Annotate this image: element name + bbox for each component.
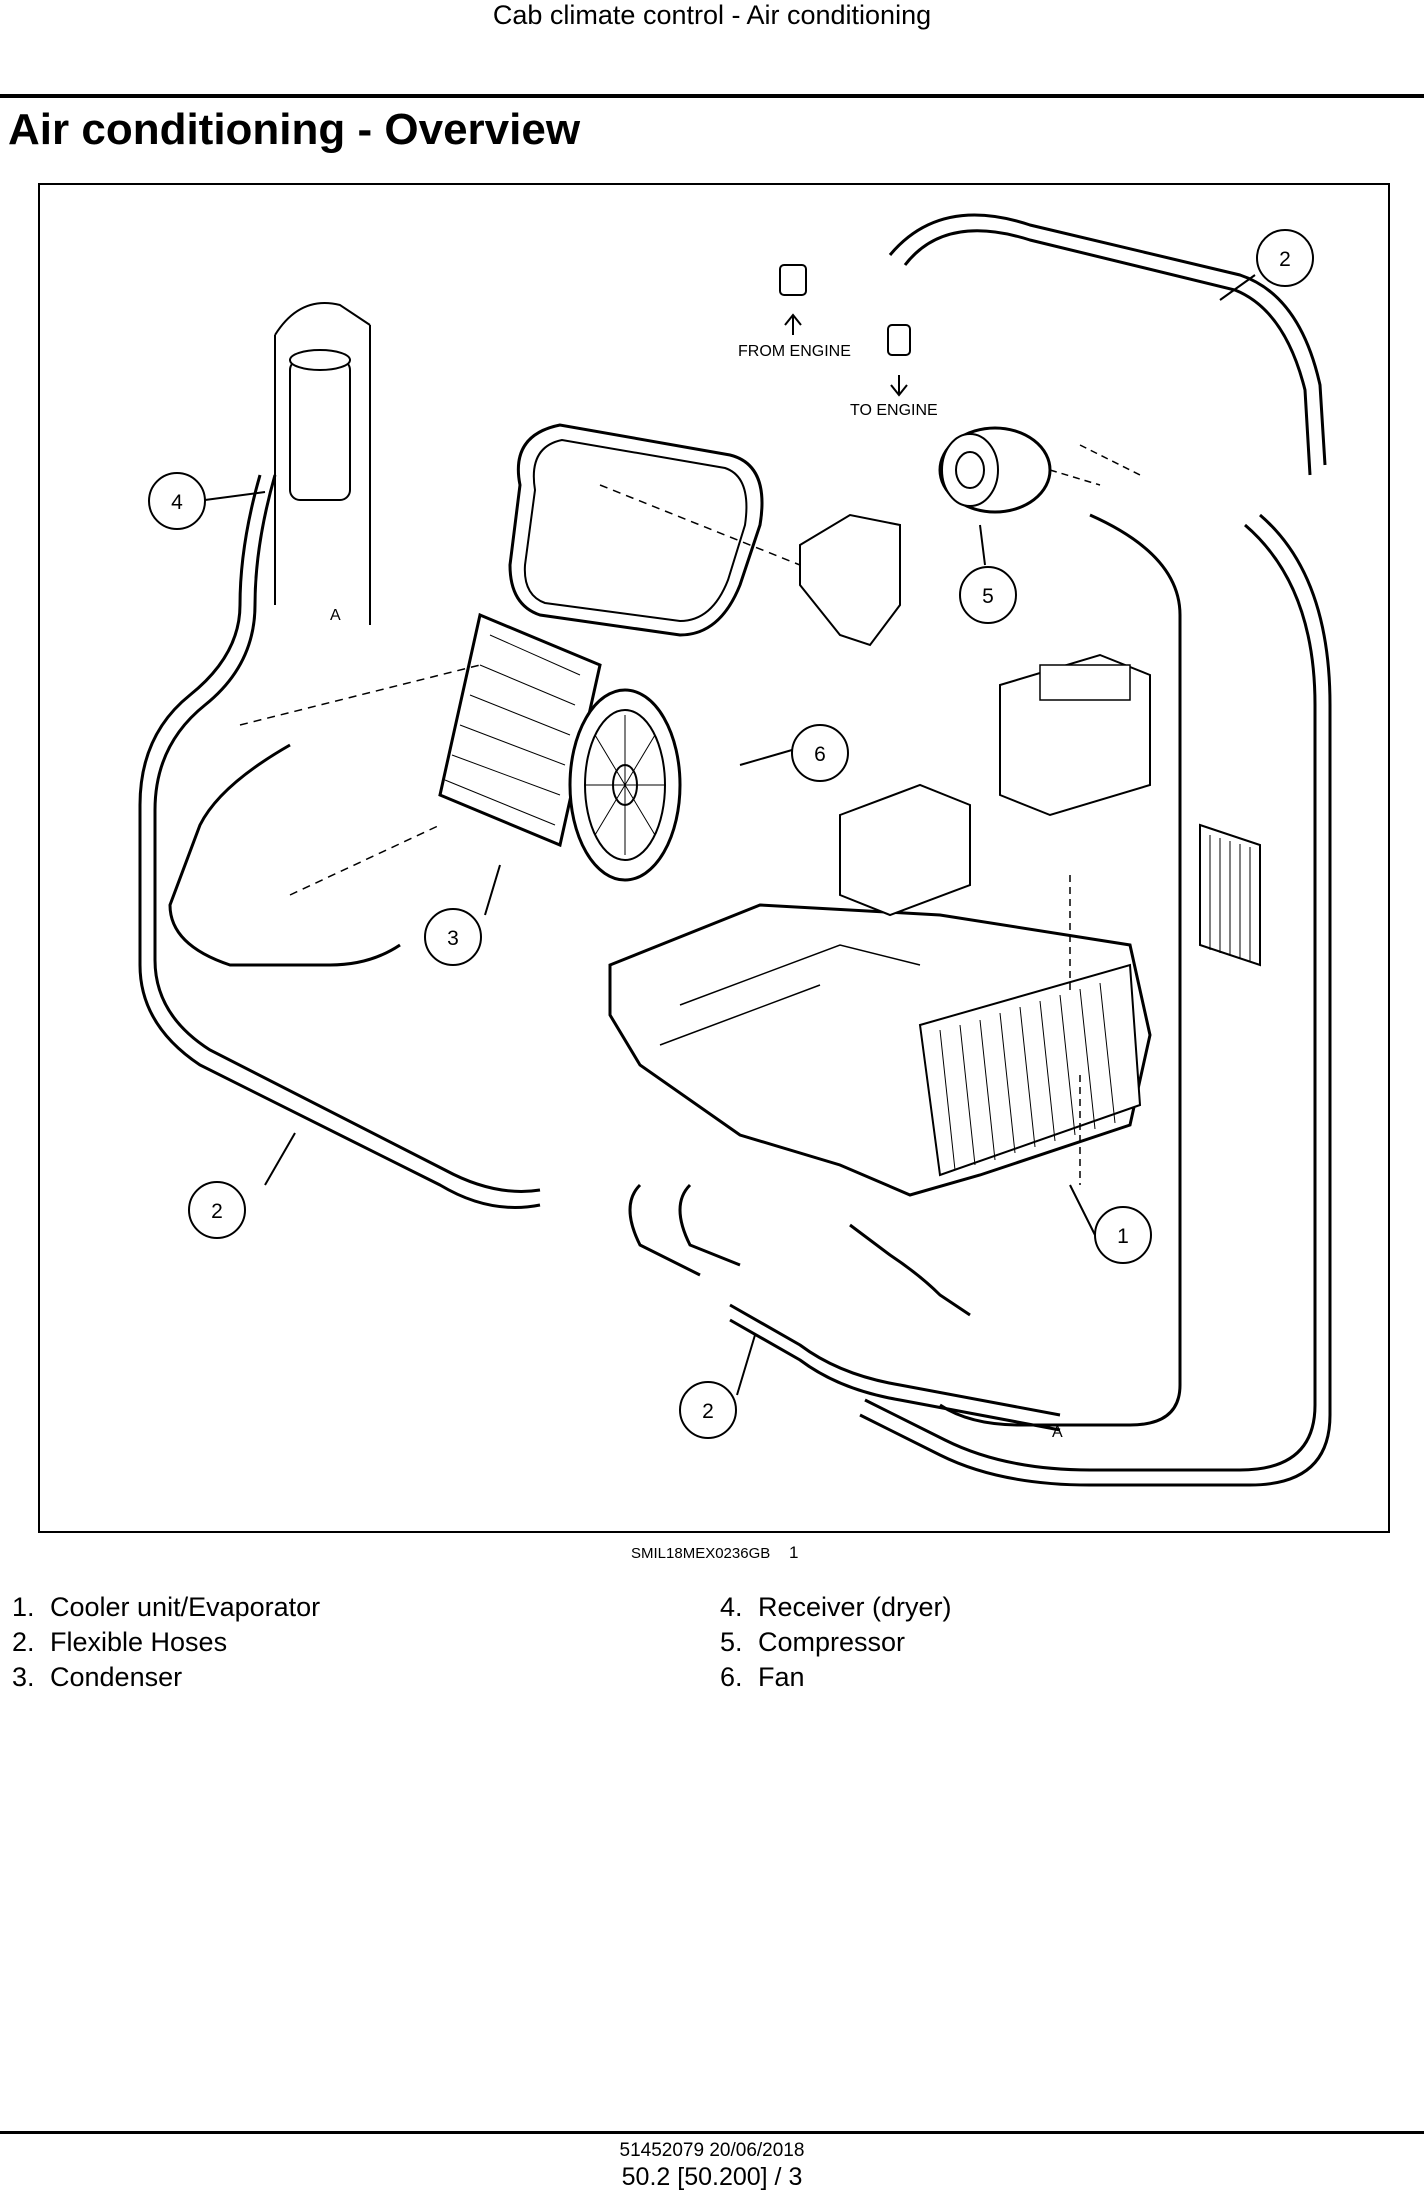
callout-label: 4 [171, 491, 183, 514]
legend-left: 1. Cooler unit/Evaporator 2. Flexible Hose… [12, 1590, 320, 1695]
to-engine-label: TO ENGINE [850, 402, 938, 419]
legend-item: 4. Receiver (dryer) [720, 1590, 952, 1625]
hose-right-vertical [939, 513, 1182, 1427]
condenser-core [438, 612, 602, 848]
connector-label: A [330, 607, 341, 624]
blower-inlet [839, 783, 971, 917]
hose-bottom [729, 1303, 1061, 1417]
header-rule [0, 94, 1424, 98]
footer-doc-ref: 51452079 20/06/2018 [619, 2140, 805, 2161]
footer-page-ref: 50.2 [50.200] / 3 [621, 2163, 803, 2191]
lower-pipe-set [628, 1183, 741, 1277]
callout-label: 1 [1117, 1225, 1129, 1248]
legend-label: Receiver (dryer) [758, 1592, 952, 1622]
callout-circle [791, 724, 849, 782]
footer-rule [0, 2131, 1424, 2134]
exploded-view-diagram [138, 213, 1332, 1487]
callout-label: 6 [814, 743, 826, 766]
callout-circle [679, 1381, 737, 1439]
hose-left-lower [168, 743, 401, 967]
page-title: Air conditioning - Overview [8, 105, 581, 154]
legend-number: 5. [720, 1627, 743, 1657]
hose-top-run [888, 213, 1327, 466]
hose-top-run-inner [903, 229, 1312, 476]
evaporator-core [918, 963, 1142, 1177]
receiver-cap [289, 349, 351, 371]
legend-number: 4. [720, 1592, 743, 1622]
figure-frame: 2 4 5 6 3 2 1 2 FROM ENGINE TO ENGINE A … [38, 183, 1390, 1533]
connector-label: A [1052, 1424, 1063, 1441]
callout-circle [424, 908, 482, 966]
legend-item: 6. Fan [720, 1660, 952, 1695]
legend-label: Fan [758, 1662, 805, 1692]
legend-item: 1. Cooler unit/Evaporator [12, 1590, 320, 1625]
legend-number: 6. [720, 1662, 743, 1692]
callout-label: 2 [702, 1400, 714, 1423]
legend-number: 3. [12, 1662, 35, 1692]
callout-circle [1256, 229, 1314, 287]
callout-circle [148, 472, 206, 530]
legend-number: 2. [12, 1627, 35, 1657]
callout-layer: 2 4 5 6 3 2 1 2 FROM ENGINE TO ENGINE A … [148, 229, 1314, 1441]
legend-right: 4. Receiver (dryer) 5. Compressor 6. Fan [720, 1590, 952, 1695]
from-engine-label: FROM ENGINE [738, 343, 851, 360]
callout-label: 2 [1279, 248, 1291, 271]
to-engine-fitting [887, 324, 911, 356]
figure-image-id: SMIL18MEX0236GB [631, 1545, 771, 1562]
hose-outer-loop-inner [864, 523, 1317, 1472]
running-header: Cab climate control - Air conditioning [492, 0, 932, 30]
callout-label: 2 [211, 1200, 223, 1223]
hose-left-loop-inner [153, 474, 541, 1193]
legend-number: 1. [12, 1592, 35, 1622]
mounting-bracket [799, 513, 901, 647]
legend-label: Flexible Hoses [50, 1627, 228, 1657]
legend-item: 3. Condenser [12, 1660, 320, 1695]
from-engine-fitting [779, 264, 807, 296]
callout-circle [1094, 1206, 1152, 1264]
figure-number: 1 [789, 1543, 799, 1562]
callout-circles [148, 229, 1314, 1439]
legend-item: 5. Compressor [720, 1625, 952, 1660]
legend-label: Condenser [50, 1662, 183, 1692]
legend-item: 2. Flexible Hoses [12, 1625, 320, 1660]
callout-circle [188, 1181, 246, 1239]
callout-circle [959, 566, 1017, 624]
callout-label: 5 [982, 585, 994, 608]
legend-label: Compressor [758, 1627, 906, 1657]
callout-label: 3 [447, 927, 459, 950]
hose-outer-loop [859, 513, 1332, 1487]
drive-belt [508, 423, 764, 637]
hose-bottom-inner [729, 1318, 1061, 1432]
hose-left-loop [138, 474, 541, 1209]
legend-label: Cooler unit/Evaporator [50, 1592, 321, 1622]
